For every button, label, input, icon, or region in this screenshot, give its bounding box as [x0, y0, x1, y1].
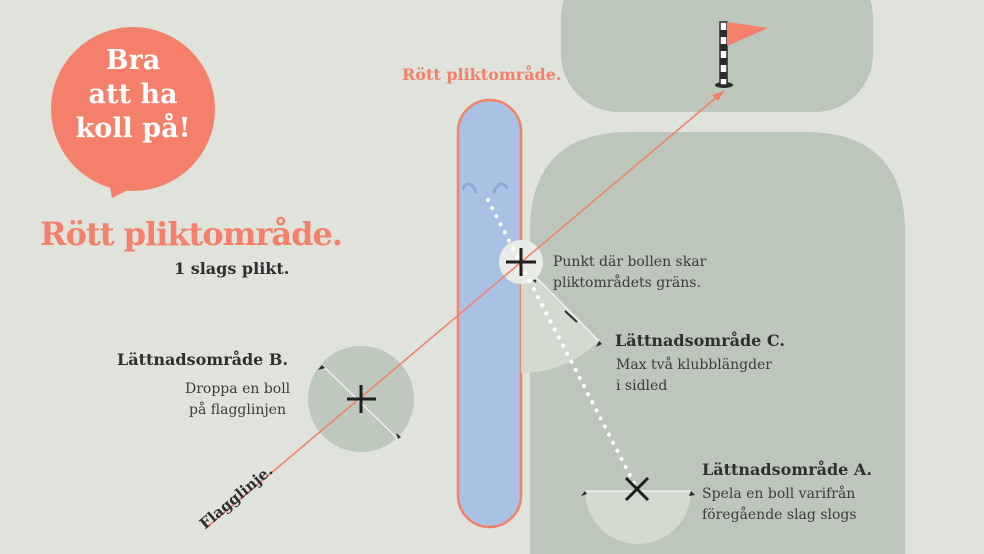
relief-c-line: i sidled: [616, 378, 668, 394]
speech-bubble: [51, 27, 215, 198]
ball-path: [486, 198, 639, 491]
green-area: [561, 0, 873, 112]
cross-mark-icon: [347, 385, 376, 413]
bubble-text: Bra att ha koll på!: [52, 44, 214, 146]
heading-title: Rött pliktområde.: [40, 215, 343, 253]
relief-a-line: föregående slag slogs: [702, 507, 857, 523]
bubble-line: att ha: [88, 79, 178, 110]
flag-line-arrow: [712, 91, 724, 101]
penalty-area-label: Rött pliktområde.: [402, 65, 562, 84]
tee-peg-icon: [581, 491, 587, 496]
tee-peg-icon: [596, 341, 602, 347]
relief-c-title: Lättnadsområde C.: [615, 331, 785, 350]
cross-point-line: pliktområdets gräns.: [553, 275, 701, 291]
relief-b-line: på flagglinjen: [189, 402, 286, 418]
flag-icon: [715, 21, 768, 88]
bubble-line: koll på!: [75, 113, 191, 144]
splash-icon: [461, 182, 509, 194]
tee-peg-icon: [689, 491, 695, 496]
x-mark-icon: [624, 476, 650, 502]
relief-a-line: Spela en boll varifrån: [702, 486, 856, 502]
bubble-line: Bra: [105, 45, 161, 76]
tee-peg-icon: [318, 365, 325, 370]
relief-b-line: Droppa en boll: [185, 381, 291, 397]
heading-subtitle: 1 slags plikt.: [174, 259, 290, 278]
tee-peg-icon: [396, 433, 401, 439]
fairway-area: [530, 132, 905, 554]
relief-c-line: Max två klubblängder: [616, 357, 773, 373]
relief-a-title: Lättnadsområde A.: [702, 460, 872, 479]
penalty-area-water: [456, 98, 523, 529]
relief-b-title: Lättnadsområde B.: [117, 350, 289, 369]
flag-line: [205, 90, 725, 529]
relief-area-c-tick: [564, 310, 578, 323]
cross-mark-icon: [506, 248, 536, 276]
relief-area-c-sector: [521, 262, 599, 373]
cross-point-line: Punkt där bollen skar: [553, 254, 707, 270]
relief-area-a-semicircle: [585, 491, 691, 544]
